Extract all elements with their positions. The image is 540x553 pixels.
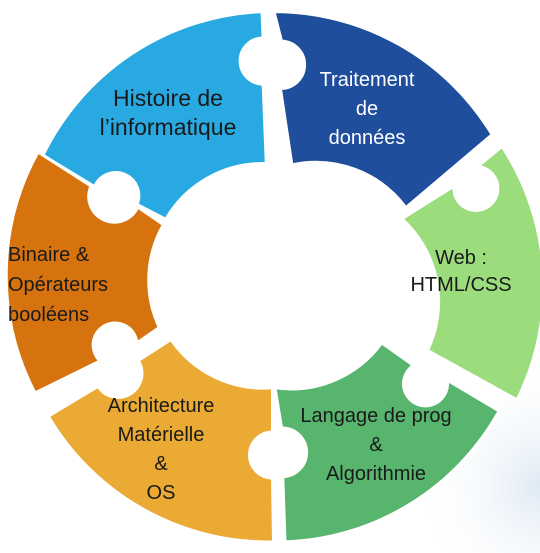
label-histoire: Histoire de l’informatique [92,84,244,142]
label-binaire: Binaire & Opérateurs booléens [8,240,138,330]
label-line: Traitement [319,69,415,91]
label-line: Architecture [107,395,215,417]
piece-web[interactable] [400,144,540,402]
label-line: & [154,453,168,475]
label-line: HTML/CSS [410,274,512,296]
label-line: Histoire de [113,85,223,111]
label-line: OS [146,482,176,504]
label-architecture: Architecture Matérielle & OS [90,392,232,508]
piece-histoire[interactable] [41,10,268,221]
label-line: booléens [8,304,90,326]
label-line: Algorithmie [325,463,427,485]
label-line: données [328,127,406,149]
label-traitement: Traitement de données [312,66,422,153]
label-langage: Langage de prog & Algorithmie [283,402,469,489]
label-line: Binaire & [8,244,90,266]
label-line: Langage de prog [300,405,452,427]
label-line: Opérateurs [8,274,109,296]
label-line: Matérielle [117,424,205,446]
piece-binaire[interactable] [4,150,165,395]
label-line: & [369,434,383,456]
label-line: de [355,98,379,120]
piece-langage[interactable] [273,341,501,544]
label-web: Web : HTML/CSS [402,245,520,299]
piece-architecture[interactable] [46,338,275,544]
piece-traitement[interactable] [272,10,494,210]
label-line: Web : [435,247,487,269]
label-line: l’informatique [99,113,237,140]
